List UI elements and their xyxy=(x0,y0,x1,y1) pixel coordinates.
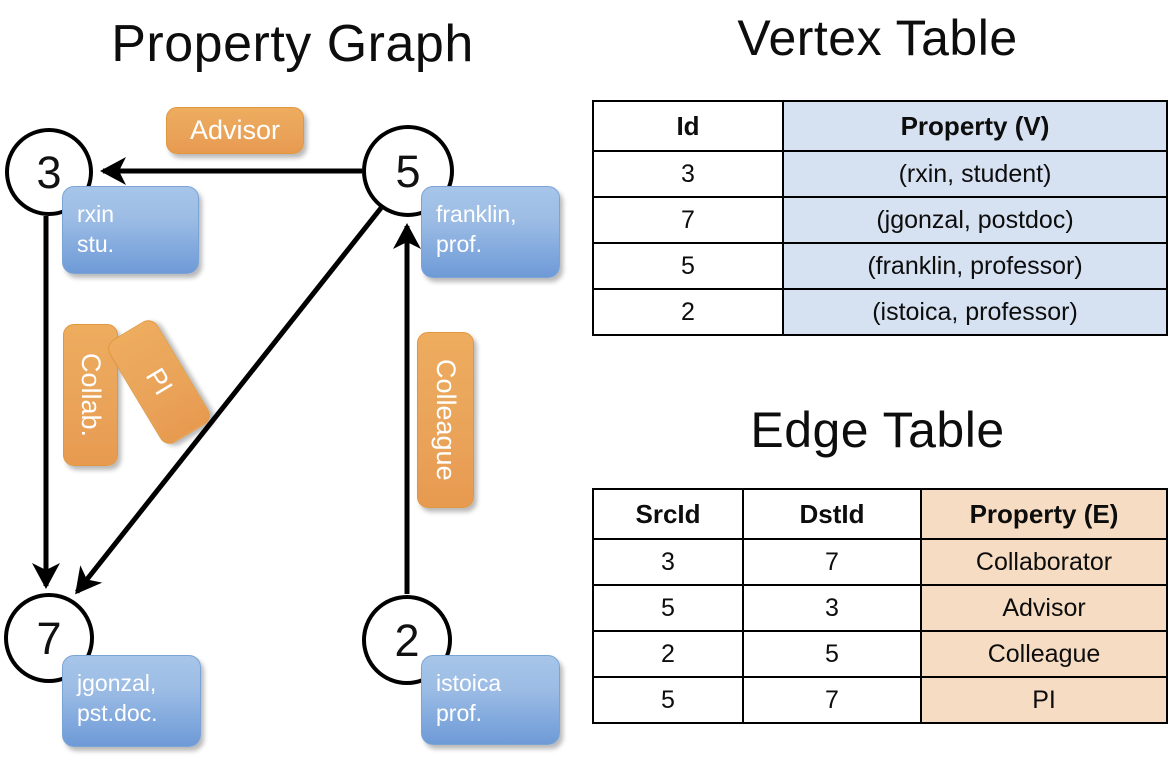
graph-edge-lines xyxy=(32,157,421,595)
table-row: 5 (franklin, professor) xyxy=(592,242,1168,290)
vertex-cell-id: 2 xyxy=(592,288,784,336)
vertex-property-box-5: franklin, prof. xyxy=(421,186,560,278)
edge-cell-dstid: 7 xyxy=(742,538,922,586)
edge-cell-dstid: 3 xyxy=(742,584,922,632)
edge-table-header-srcid: SrcId xyxy=(592,488,744,540)
vertex-property-line-1: franklin, xyxy=(436,201,517,227)
property-graph-title: Property Graph xyxy=(111,15,474,73)
property-graph-diagram: 3 5 7 2 rxin stu. franklin, prof. jgonza… xyxy=(4,107,560,747)
table-row: 7 (jgonzal, postdoc) xyxy=(592,196,1168,244)
edge-cell-property: PI xyxy=(920,676,1168,724)
vertex-cell-property: (istoica, professor) xyxy=(782,288,1168,336)
graph-node-5[interactable]: 5 xyxy=(362,125,454,217)
table-row: 3 7 Collaborator xyxy=(592,538,1168,586)
vertex-property-line-2: prof. xyxy=(436,700,483,726)
edge-cell-dstid: 7 xyxy=(742,676,922,724)
edge-label-collab-text: Collab. xyxy=(76,352,106,438)
vertex-table-title: Vertex Table xyxy=(737,10,1018,66)
vertex-table-header-id: Id xyxy=(592,100,784,152)
vertex-property-line-1: istoica xyxy=(436,670,502,696)
vertex-cell-id: 3 xyxy=(592,150,784,198)
edge-table-header-row: SrcId DstId Property (E) xyxy=(592,488,1168,540)
vertex-property-line-2: stu. xyxy=(77,231,115,257)
edge-cell-srcid: 2 xyxy=(592,630,744,678)
vertex-property-line-2: pst.doc. xyxy=(77,700,158,726)
vertex-cell-property: (jgonzal, postdoc) xyxy=(782,196,1168,244)
vertex-cell-id: 7 xyxy=(592,196,784,244)
vertex-property-line-1: jgonzal, xyxy=(77,670,157,696)
edge-label-collab: Collab. xyxy=(63,324,118,466)
vertex-table-header-row: Id Property (V) xyxy=(592,100,1168,152)
vertex-cell-property: (franklin, professor) xyxy=(782,242,1168,290)
edge-table-header-property: Property (E) xyxy=(920,488,1168,540)
table-row: 5 7 PI xyxy=(592,676,1168,724)
table-row: 3 (rxin, student) xyxy=(592,150,1168,198)
edge-line-pi xyxy=(75,206,383,595)
edge-cell-property: Advisor xyxy=(920,584,1168,632)
vertex-table: Id Property (V) 3 (rxin, student) 7 (jgo… xyxy=(592,100,1168,336)
vertex-property-box-2: istoica prof. xyxy=(421,655,560,745)
edge-cell-srcid: 3 xyxy=(592,538,744,586)
edge-table-header-dstid: DstId xyxy=(742,488,922,540)
table-row: 2 (istoica, professor) xyxy=(592,288,1168,336)
vertex-property-line-2: prof. xyxy=(436,231,483,257)
edge-cell-dstid: 5 xyxy=(742,630,922,678)
table-row: 2 5 Colleague xyxy=(592,630,1168,678)
edge-table: SrcId DstId Property (E) 3 7 Collaborato… xyxy=(592,488,1168,724)
edge-label-advisor-text: Advisor xyxy=(189,115,281,145)
edge-cell-srcid: 5 xyxy=(592,584,744,632)
vertex-property-line-1: rxin xyxy=(77,201,115,227)
edge-cell-property: Colleague xyxy=(920,630,1168,678)
vertex-property-box-7: jgonzal, pst.doc. xyxy=(62,655,201,747)
edge-label-pi-text: PI xyxy=(139,363,179,401)
edge-label-advisor: Advisor xyxy=(166,107,304,154)
edge-label-colleague: Colleague xyxy=(417,332,474,508)
edge-cell-srcid: 5 xyxy=(592,676,744,724)
table-row: 5 3 Advisor xyxy=(592,584,1168,632)
vertex-property-box-3: rxin stu. xyxy=(62,186,199,274)
edge-cell-property: Collaborator xyxy=(920,538,1168,586)
vertex-cell-id: 5 xyxy=(592,242,784,290)
vertex-cell-property: (rxin, student) xyxy=(782,150,1168,198)
edge-label-colleague-text: Colleague xyxy=(431,359,461,481)
edge-table-title: Edge Table xyxy=(750,402,1005,458)
graph-node-2[interactable]: 2 xyxy=(362,595,452,685)
vertex-table-header-property: Property (V) xyxy=(782,100,1168,152)
